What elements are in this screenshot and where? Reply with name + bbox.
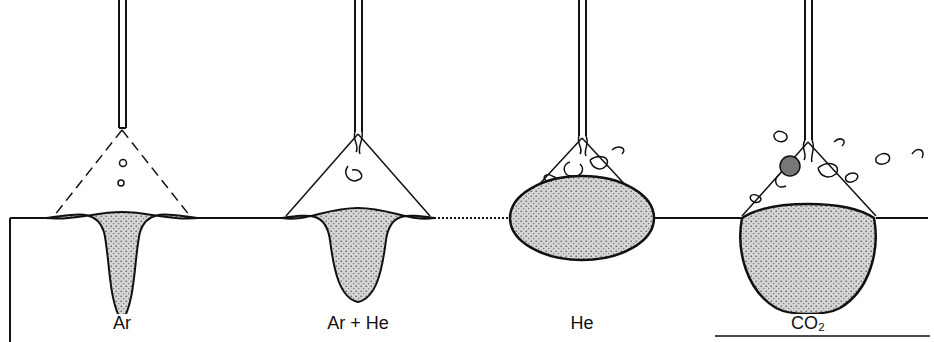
plate-edge: [9, 218, 11, 342]
plate-surface: [876, 217, 928, 219]
plate-surface: [654, 217, 743, 219]
ar-weld-bead: [46, 212, 198, 322]
co2-torch: [742, 0, 923, 216]
plate-surface: [434, 217, 510, 219]
he-weld-bead: [510, 176, 654, 260]
plate-surface: [194, 217, 282, 219]
gas-label: CO₂: [789, 314, 827, 334]
gas-label: Ar: [111, 314, 133, 334]
ar-he-weld-bead: [282, 208, 434, 302]
ar-torch: [54, 0, 190, 216]
gas-label: He: [568, 314, 595, 334]
frame-line: [715, 335, 930, 337]
gas-label: Ar + He: [325, 314, 391, 334]
plate-surface: [10, 217, 50, 219]
co2-weld-bead: [740, 204, 875, 314]
ar-he-torch: [286, 0, 430, 216]
